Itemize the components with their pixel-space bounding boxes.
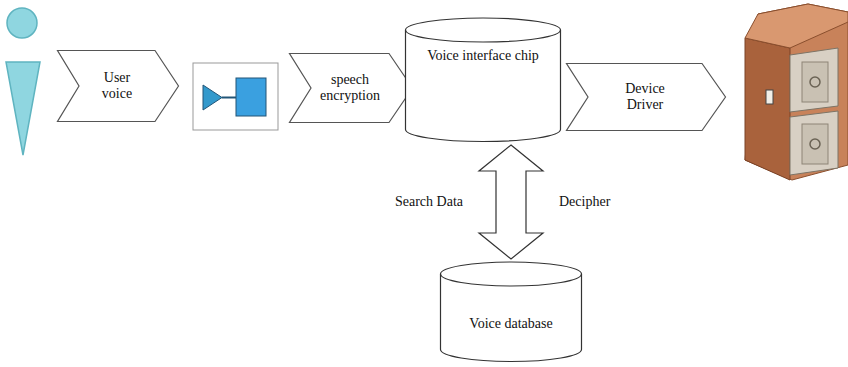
chevron-shape bbox=[567, 64, 726, 131]
cylinder-rim bbox=[406, 30, 561, 42]
microphone-square bbox=[236, 78, 266, 116]
step-arrow: speech encryption bbox=[289, 53, 413, 123]
drawer-knob bbox=[810, 77, 820, 87]
cylinder-outline bbox=[405, 18, 561, 142]
drawer-panel bbox=[802, 62, 828, 102]
block-arrow bbox=[479, 145, 543, 259]
side-label: Decipher bbox=[557, 194, 612, 210]
edge-label: Search Data bbox=[393, 194, 465, 210]
step-arrow: Device Driver bbox=[566, 63, 726, 131]
cylinder-outline bbox=[440, 262, 582, 362]
step-arrow: User voice bbox=[57, 50, 179, 122]
cylinder-rim bbox=[441, 274, 582, 286]
cabinet-drawer bbox=[790, 48, 838, 112]
cabinet-illustration bbox=[745, 4, 848, 180]
node-text: speech encryption bbox=[317, 72, 383, 104]
user-figure bbox=[6, 8, 40, 155]
node-text: Device Driver bbox=[618, 81, 672, 113]
microphone-triangle bbox=[203, 85, 222, 110]
node-text: User voice bbox=[95, 70, 139, 102]
node-text: Voice interface chip bbox=[427, 48, 539, 64]
node-text: Voice database bbox=[469, 316, 552, 332]
cylinder-body bbox=[406, 18, 561, 142]
cabinet-top bbox=[745, 4, 848, 48]
user-body bbox=[6, 62, 40, 155]
drawer-panel bbox=[802, 124, 828, 164]
database-cylinder: Voice database bbox=[440, 262, 582, 362]
cabinet-latch bbox=[766, 90, 773, 104]
drawer-knob bbox=[810, 139, 820, 149]
chip-cylinder: Voice interface chip bbox=[405, 18, 561, 142]
chevron-shape bbox=[58, 51, 179, 122]
cabinet-side bbox=[745, 38, 790, 180]
microphone-frame bbox=[193, 63, 278, 130]
microphone-wire bbox=[222, 97, 236, 99]
cabinet-drawer bbox=[790, 111, 838, 175]
chevron-shape bbox=[290, 54, 413, 123]
user-head bbox=[7, 8, 37, 38]
microphone-box bbox=[193, 63, 278, 130]
cylinder-body bbox=[441, 262, 582, 362]
cabinet-back bbox=[745, 4, 848, 180]
